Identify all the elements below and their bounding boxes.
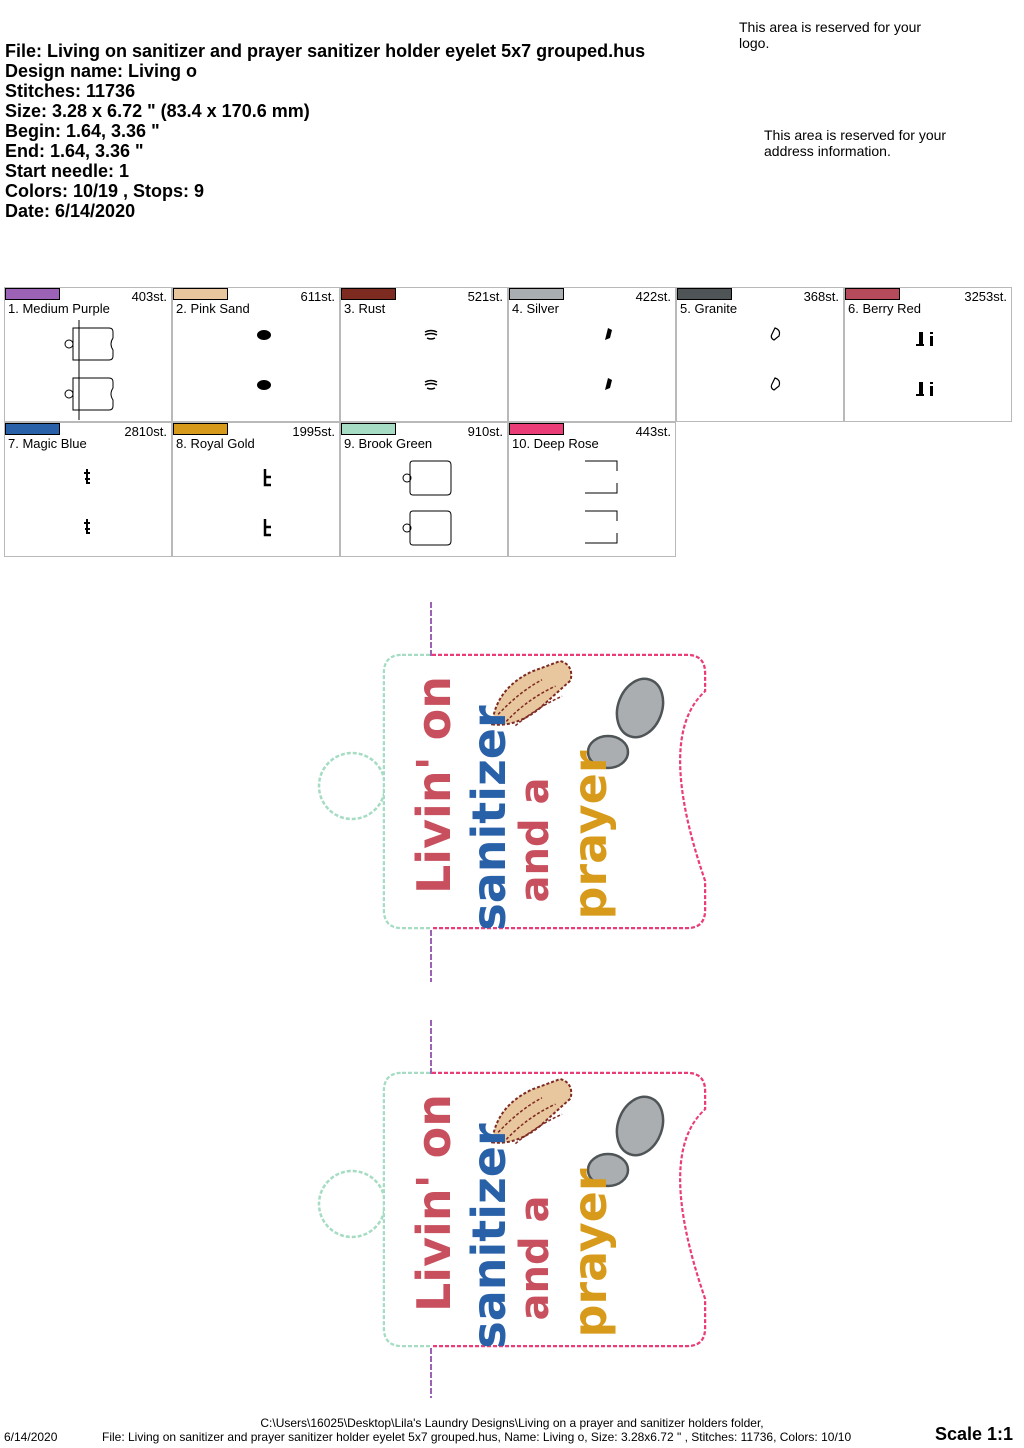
start-needle: Start needle: 1 — [5, 161, 130, 181]
design-text-line1: Livin' on — [407, 676, 461, 894]
color-cell-1: 403st. 1. Medium Purple — [4, 287, 172, 422]
footer-date: 6/14/2020 — [4, 1430, 58, 1444]
text-prayer-icon — [263, 469, 271, 537]
color-cell-10: 443st. 10. Deep Rose — [508, 422, 676, 557]
design-text-line4: prayer — [563, 1168, 617, 1337]
color-swatch — [845, 288, 900, 300]
stitch-count: 611st. — [300, 289, 335, 304]
colors-stops: Colors: 10/19 , Stops: 9 — [5, 181, 205, 201]
design-text-line2: sanitizer — [462, 1123, 516, 1349]
design-text-line3: and a — [512, 777, 558, 902]
holder-tab-outline-icon — [402, 460, 452, 546]
color-name: 9. Brook Green — [344, 436, 433, 451]
color-cell-2: 611st. 2. Pink Sand — [172, 287, 340, 422]
stitch-count: 368st. — [803, 289, 839, 304]
logo-area-note: This area is reserved for your logo. — [739, 19, 922, 51]
color-swatch — [341, 288, 396, 300]
stitch-count: 403st. — [131, 289, 167, 304]
color-name: 6. Berry Red — [848, 301, 921, 316]
stitch-count: 443st. — [635, 424, 671, 439]
color-name: 1. Medium Purple — [8, 301, 110, 316]
thread-color-grid: 403st. 1. Medium Purple 611st. 2. Pink S… — [4, 287, 1014, 558]
color-name: 5. Granite — [680, 301, 738, 316]
color-cell-4: 422st. 4. Silver — [508, 287, 676, 422]
design-size: Size: 3.28 x 6.72 " (83.4 x 170.6 mm) — [5, 101, 310, 121]
color-cell-3: 521st. 3. Rust — [340, 287, 508, 422]
text-sanitizer-icon — [84, 469, 90, 534]
holder-design-top: Livin' on sanitizer and a prayer — [317, 602, 707, 982]
stitch-count: 2810st. — [124, 424, 167, 439]
color-cell-9: 910st. 9. Brook Green — [340, 422, 508, 557]
footer-scale: Scale 1:1 — [935, 1424, 1014, 1444]
color-cell-5: 368st. 5. Granite — [676, 287, 844, 422]
stitch-count: Stitches: 11736 — [5, 81, 136, 101]
color-name: 2. Pink Sand — [176, 301, 250, 316]
bottle-outline-icon — [770, 327, 781, 391]
address-area-note: This area is reserved for your address i… — [764, 127, 947, 159]
stitch-count: 521st. — [467, 289, 503, 304]
design-text-line4: prayer — [563, 750, 617, 919]
begin-point: Begin: 1.64, 3.36 " — [5, 121, 160, 141]
color-name: 10. Deep Rose — [512, 436, 599, 451]
holder-design-bottom: Livin' on sanitizer and a prayer — [317, 1020, 707, 1398]
color-cell-7: 2810st. 7. Magic Blue — [4, 422, 172, 557]
color-swatch — [173, 423, 228, 435]
holder-right-edge-icon — [585, 460, 618, 544]
color-swatch — [509, 288, 564, 300]
color-swatch — [5, 423, 60, 435]
stitch-count: 3253st. — [964, 289, 1007, 304]
hands-outline-icon — [424, 329, 438, 390]
color-swatch — [341, 423, 396, 435]
stitch-count: 910st. — [467, 424, 503, 439]
stitch-count: 1995st. — [292, 424, 335, 439]
design-info: File: Living on sanitizer and prayer san… — [5, 41, 645, 221]
stitch-count: 422st. — [635, 289, 671, 304]
color-cell-8: 1995st. 8. Royal Gold — [172, 422, 340, 557]
color-swatch — [509, 423, 564, 435]
design-text-line1: Livin' on — [407, 1094, 461, 1312]
holder-outline-icon — [64, 320, 114, 420]
text-livin-icon — [916, 332, 933, 396]
color-name: 8. Royal Gold — [176, 436, 255, 451]
color-name: 3. Rust — [344, 301, 386, 316]
color-swatch — [5, 288, 60, 300]
color-name: 4. Silver — [512, 301, 559, 316]
footer-path: C:\Users\16025\Desktop\Lila's Laundry De… — [260, 1416, 764, 1430]
color-swatch — [173, 288, 228, 300]
footer-file-info: File: Living on sanitizer and prayer san… — [102, 1430, 852, 1444]
color-swatch — [677, 288, 732, 300]
color-cell-6: 3253st. 6. Berry Red — [844, 287, 1012, 422]
design-date: Date: 6/14/2020 — [5, 201, 136, 221]
color-name: 7. Magic Blue — [8, 436, 87, 451]
end-point: End: 1.64, 3.36 " — [5, 141, 144, 161]
design-text-line2: sanitizer — [462, 705, 516, 931]
bottle-fill-icon — [605, 328, 612, 390]
design-text-line3: and a — [512, 1195, 558, 1320]
hands-fill-icon — [257, 330, 271, 390]
design-preview: Livin' on sanitizer and a prayer Livin' … — [317, 602, 707, 1398]
file-name: File: Living on sanitizer and prayer san… — [5, 41, 646, 61]
design-name: Design name: Living o — [5, 61, 198, 81]
